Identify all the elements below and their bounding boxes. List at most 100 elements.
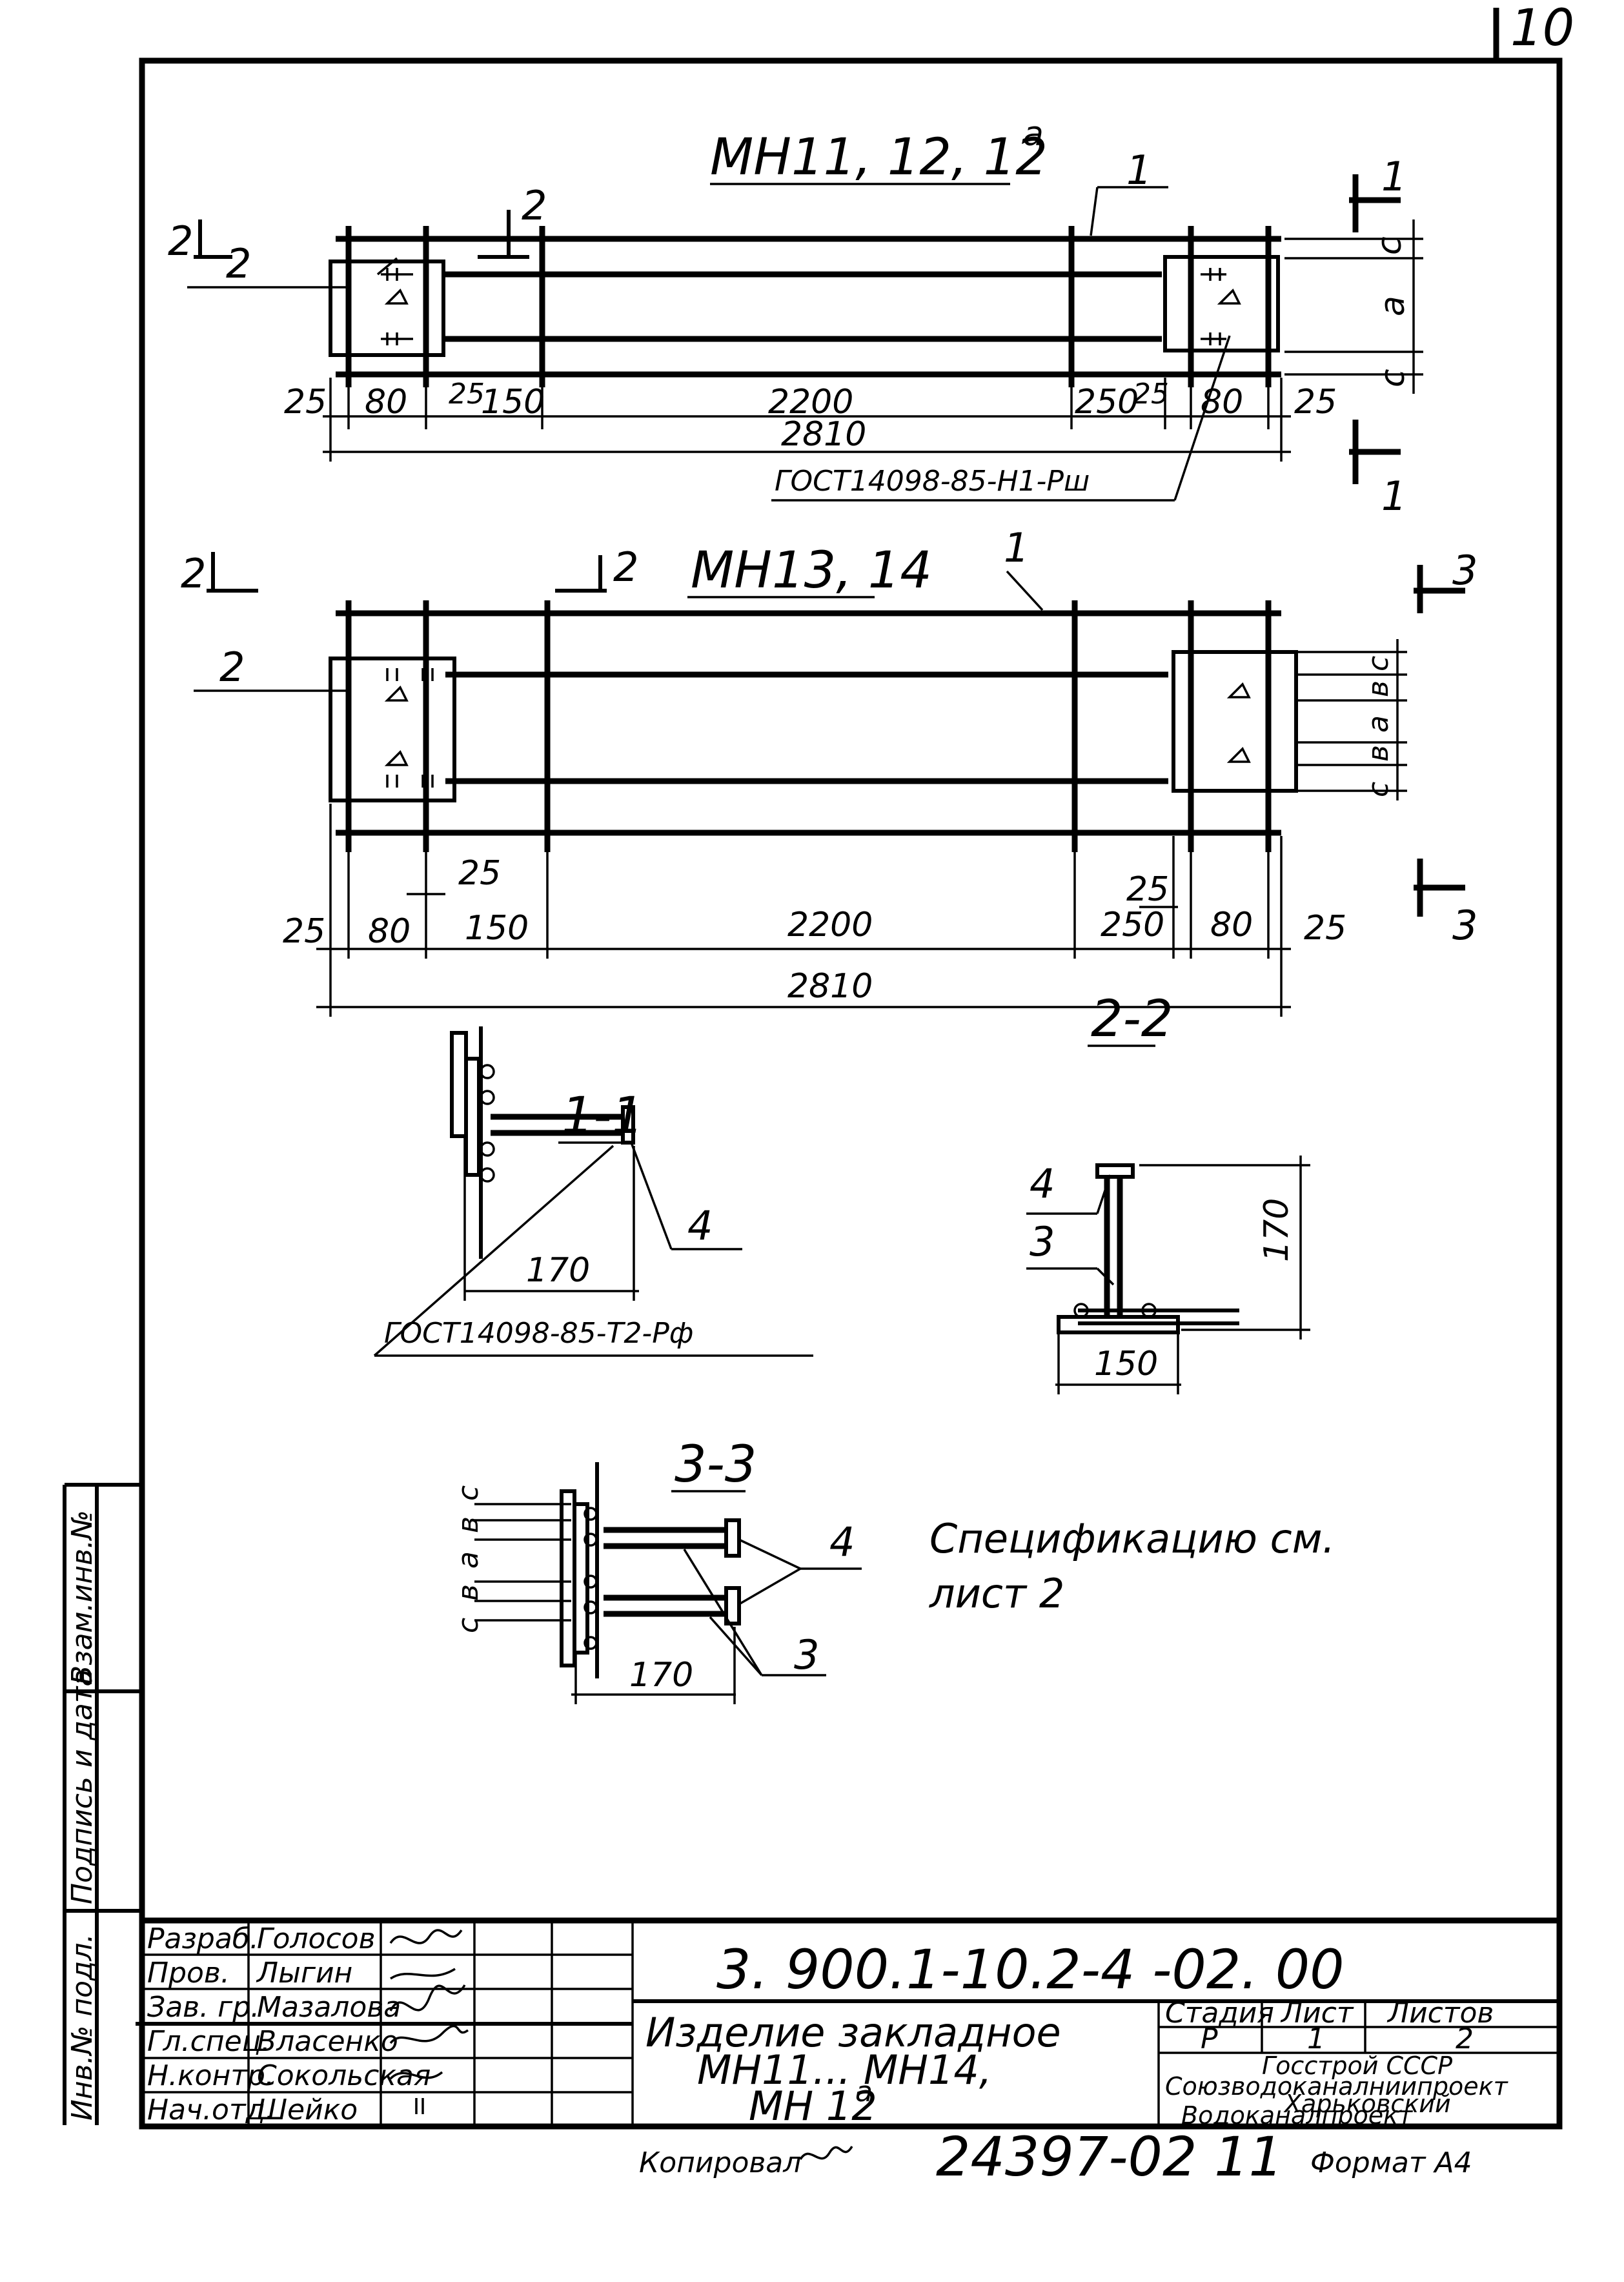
callout-2-top: 2 [226, 240, 251, 287]
sec33-dim-b1: в [452, 1516, 485, 1533]
sec-mark-3-top: 3 [1452, 547, 1477, 594]
callout-1-mid-leader [1006, 570, 1044, 611]
dim-c-mid2: с [1362, 782, 1395, 797]
view-mh11-12: МН11, 12, 12 а 2 [168, 115, 1423, 520]
archive-number: 24397-02 11 [936, 2125, 1283, 2188]
drawing-frame [139, 57, 1563, 2130]
dim-lines-top [323, 378, 1291, 462]
sec33-dim-c2: с [452, 1618, 485, 1633]
dim-80-a: 80 [365, 383, 407, 422]
org-3: Харьковский [1283, 2090, 1451, 2118]
sec33-callout-3: 3 [794, 1631, 819, 1678]
title-mh11-sup: а [1023, 115, 1044, 154]
sec33-dim-b2: в [452, 1584, 485, 1601]
sec33-head2 [724, 1586, 741, 1625]
dim-25-mid3: 25 [283, 912, 325, 951]
dim-2200-mid: 2200 [787, 906, 873, 944]
sec-mark-1-bot: 1 [1381, 473, 1406, 520]
sec33-welds [584, 1507, 598, 1650]
sec11-welds [480, 1064, 495, 1183]
sec33-left-dims [474, 1503, 571, 1622]
sec22-dim-150: 150 [1094, 1345, 1158, 1383]
sec22-dim-170: 170 [1257, 1198, 1296, 1262]
dim-2810-a: 2810 [781, 415, 866, 454]
section-2-2: 2-2 170 150 4 3 [1026, 990, 1310, 1394]
callout-1-top-leader [1090, 187, 1099, 236]
plate13-left [329, 657, 456, 802]
name-2: Мазалова [257, 1991, 401, 2024]
sec33-callout-4: 4 [829, 1518, 855, 1565]
right-dims-top [1284, 219, 1423, 394]
dim-c-top1: с [1370, 236, 1409, 255]
name-0: Голосов [257, 1922, 376, 1955]
sec-mark-2-left: 2 [168, 218, 193, 265]
sec33-dim-c1: с [452, 1485, 485, 1501]
sec33-head1 [724, 1518, 741, 1558]
sec11-dim-170: 170 [526, 1251, 590, 1290]
dim-80-mid2: 80 [1210, 906, 1253, 944]
callout-1-top: 1 [1126, 147, 1152, 194]
sheets-label: Листов [1386, 1997, 1494, 2030]
stamp-podpis: Подпись и дата [66, 1669, 99, 1904]
dim-25-c: 25 [1133, 378, 1169, 411]
section-1-1: 1-1 170 4 ГОСТ14098-85-Т2-Рф [373, 1026, 813, 1357]
sec22-callout-4: 4 [1030, 1160, 1055, 1207]
sec33-dim-a: а [452, 1551, 485, 1569]
sec33-plate [573, 1502, 589, 1655]
role-1: Пров. [147, 1957, 230, 1990]
name-5: Шейко [257, 2094, 358, 2126]
dim-150-mid: 150 [465, 909, 529, 948]
title-mh11: МН11, 12, 12 [710, 128, 1048, 187]
dim-lines-mid [316, 804, 1291, 1017]
copied-signature [799, 2146, 853, 2160]
dim-25-mid2: 25 [1126, 870, 1169, 909]
role-2: Зав. гр. [147, 1991, 259, 2024]
stamp-vzam: Взам.инв.№ [66, 1510, 99, 1685]
dim-80-mid1: 80 [368, 912, 411, 951]
weld-marks-mid [384, 668, 1251, 788]
spec-note-line2: лист 2 [929, 1570, 1064, 1617]
dim-b-mid1: в [1362, 680, 1395, 697]
section-3-3: 3-3 с в а в с 170 4 3 [452, 1436, 862, 1704]
sec22-welds [1073, 1303, 1157, 1318]
sheet-value: 1 [1307, 2022, 1325, 2055]
weld-note-sec11: ГОСТ14098-85-Т2-Рф [384, 1317, 693, 1350]
role-4: Н.контр. [147, 2059, 274, 2092]
dim-150-a: 150 [481, 383, 545, 422]
title-mh13: МН13, 14 [691, 542, 932, 600]
sec11-head [621, 1105, 635, 1145]
role-0: Разраб. [147, 1922, 259, 1955]
sec22-title: 2-2 [1091, 990, 1173, 1048]
role-3: Гл.спец. [147, 2025, 270, 2058]
sec11-plate-outer [450, 1031, 468, 1138]
sec33-callout-3-leader2 [709, 1616, 763, 1676]
tb-grid [142, 1920, 1559, 2125]
sec22-callout-3: 3 [1030, 1218, 1055, 1265]
dim-250-mid: 250 [1101, 906, 1164, 944]
role-5: Нач.отд. [147, 2094, 274, 2126]
stage-value: Р [1201, 2022, 1218, 2055]
sec-mark-2-mid2: 2 [613, 544, 638, 591]
sec33-callout-3-leader1 [683, 1549, 763, 1676]
dim-250-a: 250 [1075, 383, 1139, 422]
org-4: Водоканалпроект [1181, 2101, 1414, 2130]
dim-2810-mid: 2810 [787, 967, 873, 1006]
side-stamps: Взам.инв.№ Подпись и дата Инв.№ подл. [63, 1483, 142, 2125]
weld-note-top: ГОСТ14098-85-Н1-Рш [775, 465, 1090, 498]
sec22-head [1095, 1163, 1135, 1179]
item-name-2: МН11... МН14, [697, 2046, 992, 2094]
stage-label: Стадия [1165, 1997, 1274, 2030]
sec11-callout-4: 4 [687, 1202, 713, 1249]
plate13-right [1172, 650, 1298, 793]
org-1: Госстрой СССР [1262, 2052, 1452, 2080]
name-4: Сокольская [257, 2059, 431, 2092]
sec33-dim-170: 170 [629, 1656, 693, 1695]
dim-25-mid4: 25 [1304, 909, 1346, 948]
plate-right [1163, 255, 1280, 352]
dim-2200-a: 2200 [768, 383, 853, 422]
sec-mark-3-bot: 3 [1452, 902, 1477, 949]
sheet-number: 10 [1510, 0, 1574, 57]
name-1: Лыгин [256, 1957, 352, 1990]
sec11-callout-4-leader [630, 1142, 673, 1250]
